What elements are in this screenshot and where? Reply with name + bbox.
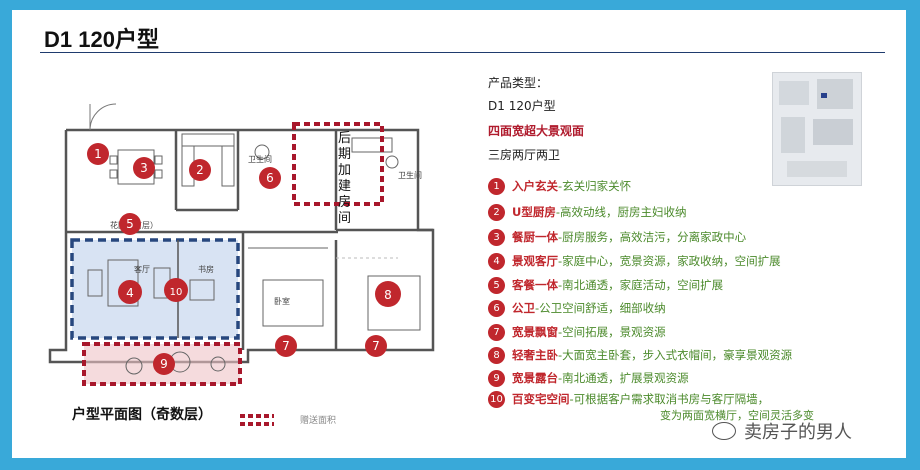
svg-text:10: 10 [170, 287, 183, 298]
later-build-char: 间 [338, 211, 351, 226]
plan-marker: 2 [189, 159, 211, 181]
svg-text:8: 8 [384, 288, 392, 302]
plan-marker: 9 [153, 353, 175, 375]
plan-marker: 6 [259, 167, 281, 189]
svg-text:5: 5 [126, 217, 134, 231]
later-build-char: 期 [338, 147, 351, 162]
plan-marker: 7 [365, 335, 387, 357]
bonus-area-label: 赠送面积 [300, 416, 337, 426]
later-build-char: 加 [338, 163, 351, 178]
room-label-living: 客厅 [134, 264, 150, 274]
svg-text:3: 3 [140, 161, 148, 175]
plan-marker: 3 [133, 157, 155, 179]
title-divider [40, 52, 885, 53]
page-title: D1 120户型 [44, 27, 159, 52]
later-build-char: 房 [338, 194, 351, 210]
svg-text:6: 6 [266, 171, 274, 185]
room-label-bedroom: 卧室 [274, 296, 290, 306]
svg-text:2: 2 [196, 163, 204, 177]
layout-text: 三房两厅两卫 [488, 148, 561, 162]
product-type-value: D1 120户型 [488, 99, 556, 113]
plan-marker: 10 [164, 278, 188, 302]
plan-marker: 8 [375, 281, 401, 307]
watermark: 卖房子的男人 [712, 418, 852, 444]
plan-marker: 5 [119, 213, 141, 235]
svg-text:1: 1 [94, 147, 102, 161]
svg-text:7: 7 [282, 339, 290, 353]
room-label-study: 书房 [198, 264, 214, 274]
room-label-bath: 卫生间 [248, 154, 272, 164]
svg-text:4: 4 [126, 286, 134, 300]
watermark-text: 卖房子的男人 [744, 422, 852, 443]
bonus-area-swatch [240, 414, 274, 426]
highlight-text: 四面宽超大景观面 [488, 124, 585, 138]
room-label-bath: 卫生间 [398, 170, 422, 180]
plan-caption: 户型平面图（奇数层） [72, 407, 212, 423]
plan-marker: 7 [275, 335, 297, 357]
site-map-thumbnail [772, 72, 862, 186]
plan-marker: 4 [118, 280, 142, 304]
product-type-label: 产品类型： [488, 76, 549, 90]
later-build-char: 后 [338, 131, 351, 146]
svg-text:9: 9 [160, 357, 168, 371]
svg-text:7: 7 [372, 339, 380, 353]
legend-item-continued: 变为两面宽横厅，空间灵活多变 [660, 409, 814, 422]
later-build-char: 建 [338, 179, 351, 194]
wechat-icon [712, 422, 736, 440]
plan-marker: 1 [87, 143, 109, 165]
floor-plan: 后 期 加 建 房 间 客厅 书房 卧室 卫生间 卫生间 花园（首层） 1 2 … [48, 103, 435, 386]
